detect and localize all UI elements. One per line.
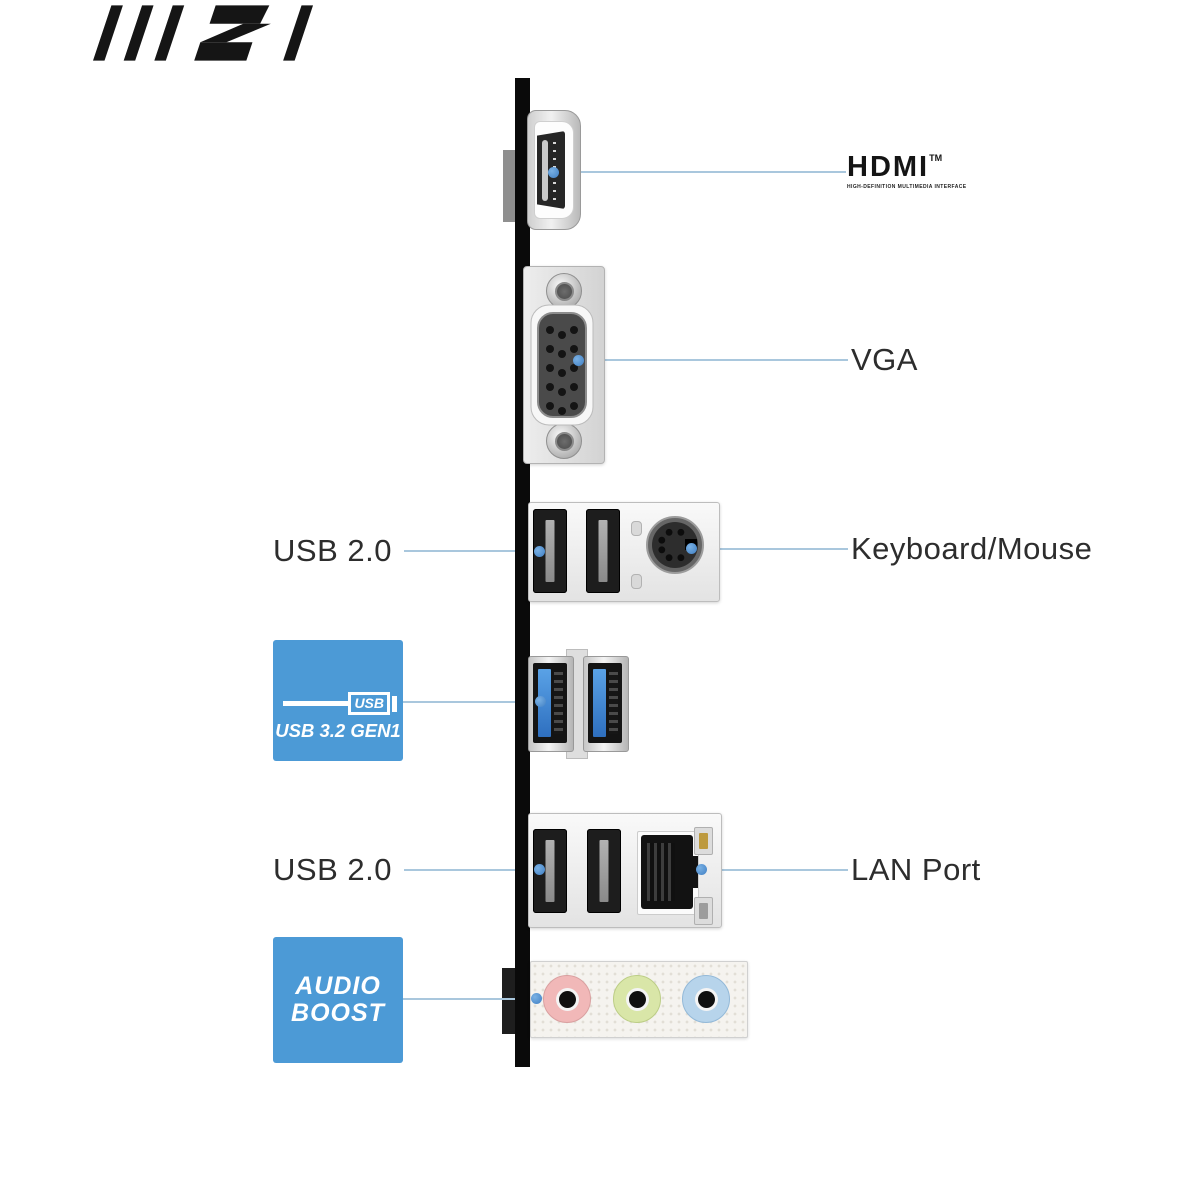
lan-callout-line xyxy=(706,869,848,871)
plate-hole xyxy=(631,574,642,589)
usb2-top-callout-line xyxy=(404,550,534,552)
lan-led-link xyxy=(694,897,713,925)
usb2-bottom-label: USB 2.0 xyxy=(273,852,392,887)
usb2-port-icon xyxy=(587,829,621,913)
vga-label: VGA xyxy=(851,342,918,377)
usb3-pins xyxy=(609,672,618,734)
hdmi-contact-strip xyxy=(542,140,548,201)
audio-callout-dot xyxy=(531,993,542,1004)
usb2-port-icon xyxy=(586,509,620,593)
hdmi-rear-stub xyxy=(503,150,516,222)
lan-callout-dot xyxy=(696,864,707,875)
usb3-blue-tongue xyxy=(593,669,606,737)
vga-callout-line xyxy=(582,359,848,361)
vga-screw-top-icon xyxy=(546,273,582,309)
hdmi-callout-dot xyxy=(548,167,559,178)
usb32-badge: USB USB 3.2 GEN1 xyxy=(273,640,403,761)
audio-boost-text: AUDIO BOOST xyxy=(273,973,403,1027)
usb2-bottom-callout-line xyxy=(404,869,534,871)
line-in-jack-icon xyxy=(682,975,730,1023)
audio-boost-line1: AUDIO xyxy=(295,972,381,1000)
plate-hole xyxy=(631,521,642,536)
usb2-top-callout-dot xyxy=(534,546,545,557)
audio-rear-stub xyxy=(502,968,516,1034)
audio-boost-badge: AUDIO BOOST xyxy=(273,937,403,1063)
usb32-callout-dot xyxy=(535,696,546,707)
audio-callout-line xyxy=(403,998,533,1000)
usb32-callout-line xyxy=(403,701,535,703)
usb32-badge-caption: USB 3.2 GEN1 xyxy=(275,720,401,741)
lan-led-activity xyxy=(694,827,713,855)
hdmi-trademark: TM xyxy=(929,153,943,163)
ps2-callout-dot xyxy=(686,543,697,554)
usb2-top-label: USB 2.0 xyxy=(273,533,392,568)
msi-logo-icon xyxy=(93,5,314,61)
usb3-pins xyxy=(554,672,563,734)
usb-plug-icon: USB xyxy=(283,692,397,715)
line-out-jack-icon xyxy=(613,975,661,1023)
hdmi-subtitle: HIGH-DEFINITION MULTIMEDIA INTERFACE xyxy=(847,184,967,190)
vga-screw-bottom-icon xyxy=(546,423,582,459)
hdmi-wordmark: HDMI xyxy=(847,151,930,183)
lan-port-label: LAN Port xyxy=(851,852,981,887)
usb-plug-label: USB xyxy=(348,692,390,715)
hdmi-label-block: HDMITM HIGH-DEFINITION MULTIMEDIA INTERF… xyxy=(847,151,977,191)
lan-clip-tab xyxy=(688,856,698,888)
hdmi-callout-line xyxy=(557,171,846,173)
mic-in-jack-icon xyxy=(543,975,591,1023)
usb2-bottom-callout-dot xyxy=(534,864,545,875)
ps2-callout-line xyxy=(696,548,848,550)
vga-port-icon xyxy=(530,304,594,426)
vga-callout-dot xyxy=(573,355,584,366)
audio-boost-line2: BOOST xyxy=(291,999,385,1027)
lan-pins xyxy=(647,843,675,901)
keyboard-mouse-label: Keyboard/Mouse xyxy=(851,531,1093,566)
